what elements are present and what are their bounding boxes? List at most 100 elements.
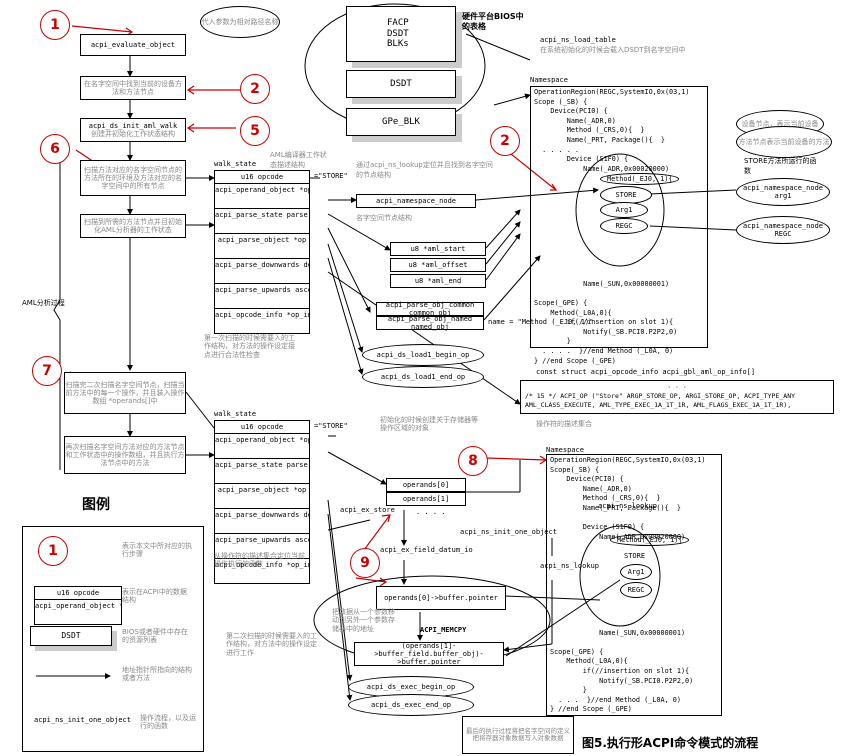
find-node-box: 在名字空间中找到当前的设备方法和方法节点 xyxy=(80,76,186,100)
legend-step-marker: 1 xyxy=(38,536,68,566)
dsdt-label: DSDT xyxy=(387,28,409,39)
ns-lookup-label-1: acpi_ns_lookup xyxy=(540,562,600,570)
walk2-op-info: acpi_opcode_info *op_info xyxy=(215,559,309,584)
method-node-note-text: 方法节点表示当前设备的方法 xyxy=(738,138,830,146)
aml-end-label: u8 *aml_end xyxy=(414,276,462,285)
dsdt-table-label: DSDT xyxy=(390,78,412,89)
code-line xyxy=(534,270,690,280)
namespace-code-2: OperationRegion(REGC,SystemIO,0x(03,1)Sc… xyxy=(550,456,706,715)
ns-node-regc-type: acpi_namespace_node xyxy=(742,222,824,230)
step-8-marker: 8 xyxy=(458,446,488,476)
init-walk-desc: 创建并初始化工作状态结构 xyxy=(91,130,175,138)
exec-load-box: 扫描完二次扫描名字空间节点，扫描当前方法中的每一个操作，并且装入操作数组 *op… xyxy=(64,372,186,414)
legend-dsdt-desc: BIOS或者硬件中存在的资源列表 xyxy=(122,628,188,645)
aml-offset-box: u8 *aml_offset xyxy=(390,258,486,272)
code-line: Notify(_SB.PCI0.P2P2,0) xyxy=(534,327,678,336)
name-eq-label: name = "Method (_EJ0, 1)" xyxy=(488,318,594,326)
code-line: Method(_L0A,0){ xyxy=(550,657,628,666)
legend-circle-desc: 表示本文中所对应的执行步骤 xyxy=(122,542,192,559)
device-node-note-text: 设备节点，表示当前设备 xyxy=(741,120,819,128)
aml-end-box: u8 *aml_end xyxy=(390,274,486,288)
bios-tables-box: FACP DSDT BLKs xyxy=(346,6,456,62)
step-1-marker: 1 xyxy=(40,10,70,40)
code-line: Name(_PRT, Package(){ } xyxy=(550,503,681,512)
code-line: OperationRegion(REGC,SystemIO,0x(03,1) xyxy=(534,88,690,96)
code-line: Notify(_SB.PCI0.P2P2,0) xyxy=(550,676,694,685)
walk-state-1: u16 opcode acpi_operand_object *operands… xyxy=(214,170,310,334)
code-line: Scope(_GPE) { xyxy=(534,299,588,308)
regc-node-label: REGC xyxy=(615,222,633,230)
code-line: } xyxy=(550,686,587,695)
method-ej0-node-2: Method(_EJ0, 1){ xyxy=(610,534,690,546)
buf0-box: operands[0]->buffer.pointer xyxy=(376,586,506,610)
store-node-2: STORE xyxy=(624,552,646,560)
regc-node: REGC xyxy=(600,218,648,234)
code-line: . . . . }//end Method (_L0A, 0) xyxy=(534,347,674,356)
parse-named-label: acpi_parse_obj_named named_obj xyxy=(387,314,473,331)
aml-state-note: AML编译器工作状态描述结构 xyxy=(270,151,327,169)
walk1-desc-callback: acpi_parse_downwards descending_callback xyxy=(215,259,309,284)
parse-common-label: acpi_parse_obj_common common_obj xyxy=(385,300,475,317)
blks-label: BLKs xyxy=(387,39,409,50)
code-line xyxy=(534,289,690,299)
regc-node-2: REGC xyxy=(620,582,652,598)
parse-common-box: acpi_parse_obj_common common_obj xyxy=(376,300,484,317)
ns-struct-note: 名字空间节点结构 xyxy=(356,214,412,222)
facp-label: FACP xyxy=(387,18,409,29)
code-line xyxy=(550,600,706,610)
code-line xyxy=(534,251,690,261)
namespace-box-2 xyxy=(546,454,722,716)
ns-lookup-label-2: acpi_ns_lookup xyxy=(598,502,658,510)
scan-ns-label: 扫描方法对应的名字空间节点的方法所在的环境及方法对应的名字空间中的所有节点 xyxy=(84,165,182,191)
walk1-eq-store: ="STORE" xyxy=(314,172,348,180)
code-line: Name(_SUN,0x00000001) xyxy=(534,279,670,288)
arg1-node-2: Arg1 xyxy=(620,564,652,580)
ex-store-label: acpi_ex_store xyxy=(340,506,395,514)
legend-dsdt: DSDT xyxy=(30,626,112,646)
exec-end: acpi_ds_exec_end_op xyxy=(348,694,474,716)
operands0-box: operands[0] xyxy=(386,478,466,492)
code-line: Device(PCI0) { xyxy=(550,475,624,484)
ns-node-box: acpi_namespace_node xyxy=(356,194,476,208)
legend-arrow-desc: 地址指针所指向的结构或者方法 xyxy=(122,666,192,683)
opcode-line-2: AML_CLASS_EXECUTE, AML_TYPE_EXEC_1A_1T_1… xyxy=(525,401,792,409)
code-line: if(//insertion on slot 1){ xyxy=(550,667,690,676)
code-line: Name(_ADR,0) xyxy=(550,484,632,493)
code-line xyxy=(550,514,706,524)
load-table-label: acpi_ns_load_table xyxy=(540,36,616,44)
legend-func: acpi_ns_init_one_object xyxy=(34,716,131,724)
param-note-text: 代入参数为相对路径名称 xyxy=(201,18,279,26)
namespace-code-1: OperationRegion(REGC,SystemIO,0x(03,1)Sc… xyxy=(534,88,690,366)
walk-state-2: u16 opcode acpi_operand_object *operands… xyxy=(214,420,310,584)
exec-load-label: 扫描完二次扫描名字空间节点，扫描当前方法中的每一个操作，并且装入操作数组 *op… xyxy=(65,380,185,406)
code-line xyxy=(534,261,690,271)
evaluate-object-box: acpi_evaluate_object xyxy=(80,34,186,56)
walk2-operands: acpi_operand_object *operands[] xyxy=(215,434,309,459)
ns-node-box-label: acpi_namespace_node xyxy=(375,196,457,205)
method-node-note: 方法节点表示当前设备的方法 xyxy=(736,126,832,158)
namespace-box-1 xyxy=(530,86,708,348)
code-line: Scope(_GPE) { xyxy=(550,647,604,656)
walk1-parser-state: acpi_parse_state parser_state xyxy=(215,209,309,234)
walk-state-1-title: walk_state xyxy=(214,160,257,168)
namespace-title: Namespace xyxy=(530,76,568,84)
code-line: Scope (_SB) { xyxy=(534,97,588,106)
scan-aml-label: 扫描到所需的方法节点并且初始化AML分析器的工作状态 xyxy=(84,217,182,234)
exec-run-box: 再次扫描名字空间方法对应的方法节点和工作状态中的操作数组，并且执行方法节点中的方… xyxy=(64,436,186,474)
parse-named-box: acpi_parse_obj_named named_obj xyxy=(376,314,484,331)
bios-tables-note: 硬件平台BIOS中的表格 xyxy=(462,12,524,31)
arg1-node-label: Arg1 xyxy=(615,206,633,214)
load1-begin-label: acpi_ds_load1_begin_op xyxy=(376,351,470,359)
walk2-opcode: u16 opcode xyxy=(215,421,309,434)
code-line: Device (S1F0) { xyxy=(550,523,645,532)
code-line: } //end Scope (_GPE) xyxy=(550,705,632,714)
load1-end-label: acpi_ds_load1_end_op xyxy=(380,373,466,381)
code-line: . . . }//end Method (_L0A, 0) xyxy=(550,695,681,704)
ns-node-arg1-type: acpi_namespace_node xyxy=(742,184,824,192)
walk2-op: acpi_parse_object *op xyxy=(215,484,309,509)
code-line: Method (_CRS,0){ } xyxy=(550,494,661,503)
exec-end-label: acpi_ds_exec_end_op xyxy=(370,701,452,709)
gpe-blk-box: GPe_BLK xyxy=(346,108,456,136)
